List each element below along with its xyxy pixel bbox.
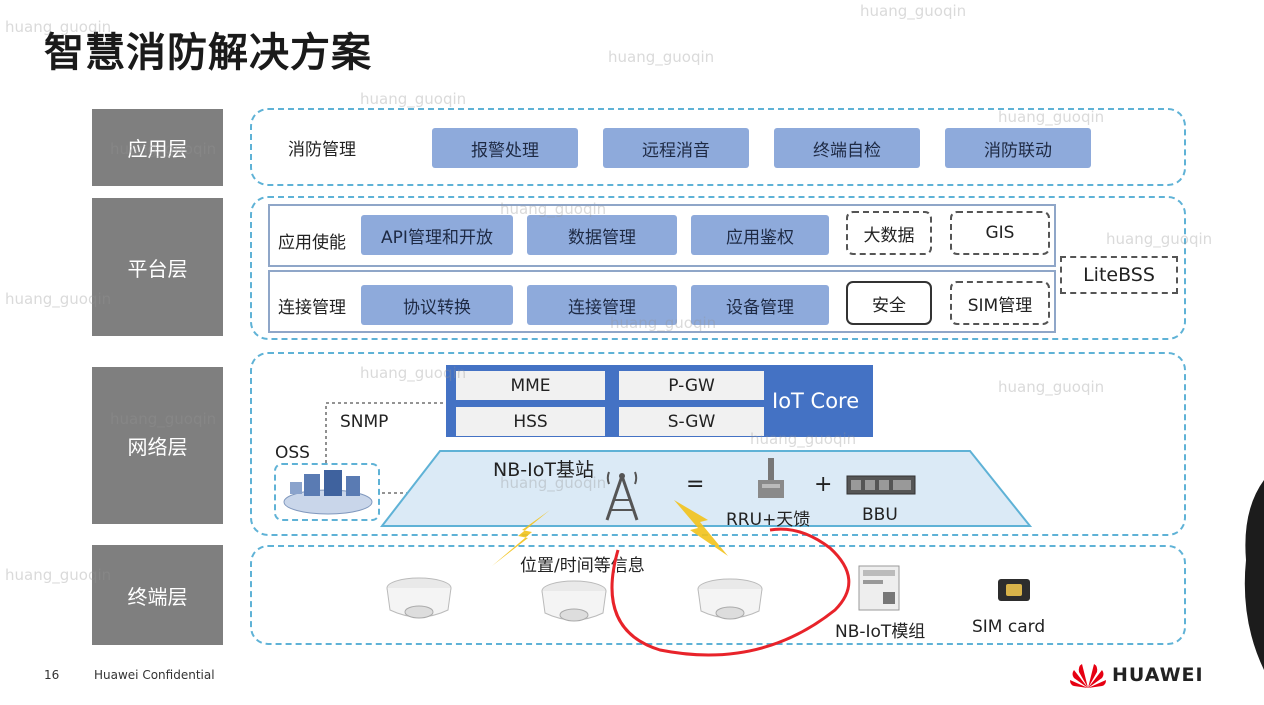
connect-mgmt-label: 连接管理 xyxy=(278,293,346,318)
core-mme: MME xyxy=(456,371,605,400)
bbu-label: BBU xyxy=(862,505,898,525)
watermark: huang_guoqin xyxy=(5,18,111,36)
watermark: huang_guoqin xyxy=(998,378,1104,396)
oss-label: OSS xyxy=(275,443,310,463)
watermark: huang_guoqin xyxy=(500,200,606,218)
watermark: huang_guoqin xyxy=(360,364,466,382)
watermark: huang_guoqin xyxy=(860,2,966,20)
huawei-logo-icon xyxy=(1068,660,1108,690)
application-row-label: 消防管理 xyxy=(288,135,356,160)
app-item-self-check[interactable]: 终端自检 xyxy=(774,128,920,168)
app-item-linkage[interactable]: 消防联动 xyxy=(945,128,1091,168)
platform-api-mgmt[interactable]: API管理和开放 xyxy=(361,215,513,255)
platform-protocol-convert[interactable]: 协议转换 xyxy=(361,285,513,325)
watermark: huang_guoqin xyxy=(610,314,716,332)
rru-icon xyxy=(752,458,792,502)
watermark: huang_guoqin xyxy=(1106,230,1212,248)
presenter-silhouette xyxy=(1236,480,1264,670)
watermark: huang_guoqin xyxy=(750,430,856,448)
platform-gis[interactable]: GIS xyxy=(950,211,1050,255)
core-sgw: S-GW xyxy=(619,407,764,436)
litebss-box[interactable]: LiteBSS xyxy=(1060,256,1178,294)
platform-security[interactable]: 安全 xyxy=(846,281,932,325)
platform-data-mgmt[interactable]: 数据管理 xyxy=(527,215,677,255)
watermark: huang_guoqin xyxy=(608,48,714,66)
sim-card-icon xyxy=(997,578,1031,602)
nb-iot-module-icon xyxy=(857,564,901,612)
smoke-detector-icon-1 xyxy=(384,572,454,628)
app-item-remote-mute[interactable]: 远程消音 xyxy=(603,128,749,168)
app-enable-label: 应用使能 xyxy=(278,228,346,253)
iot-core-label: IoT Core xyxy=(772,389,859,413)
watermark: huang_guoqin xyxy=(500,474,606,492)
snmp-label: SNMP xyxy=(340,412,388,432)
confidential-label: Huawei Confidential xyxy=(94,668,215,682)
equals-sign: = xyxy=(686,472,704,497)
bbu-icon xyxy=(845,472,917,498)
core-pgw: P-GW xyxy=(619,371,764,400)
watermark: huang_guoqin xyxy=(5,566,111,584)
layer-label-network: 网络层 xyxy=(92,367,223,524)
app-item-alarm[interactable]: 报警处理 xyxy=(432,128,578,168)
smoke-detector-icon-2 xyxy=(539,575,609,631)
watermark: huang_guoqin xyxy=(360,90,466,108)
core-hss: HSS xyxy=(456,407,605,436)
platform-big-data[interactable]: 大数据 xyxy=(846,211,932,255)
platform-sim-mgmt[interactable]: SIM管理 xyxy=(950,281,1050,325)
plus-sign: + xyxy=(814,472,832,497)
watermark: huang_guoqin xyxy=(5,290,111,308)
watermark: huang_guoqin xyxy=(110,140,216,158)
watermark: huang_guoqin xyxy=(998,108,1104,126)
platform-app-auth[interactable]: 应用鉴权 xyxy=(691,215,829,255)
red-annotation-circle xyxy=(600,510,860,660)
oss-servers-icon xyxy=(280,466,376,518)
sim-card-label: SIM card xyxy=(972,617,1045,637)
page-number: 16 xyxy=(44,668,59,682)
watermark: huang_guoqin xyxy=(110,410,216,428)
layer-label-terminal: 终端层 xyxy=(92,545,223,645)
layer-label-platform: 平台层 xyxy=(92,198,223,336)
huawei-brand: HUAWEI xyxy=(1112,664,1204,686)
